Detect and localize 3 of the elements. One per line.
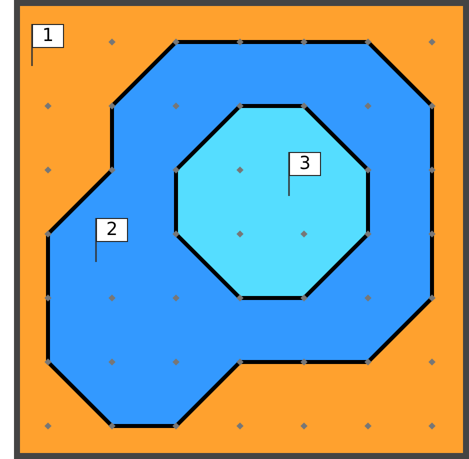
flag-label: 1 [32, 24, 64, 48]
flag-label: 3 [289, 152, 321, 176]
flag-label: 2 [96, 218, 128, 242]
